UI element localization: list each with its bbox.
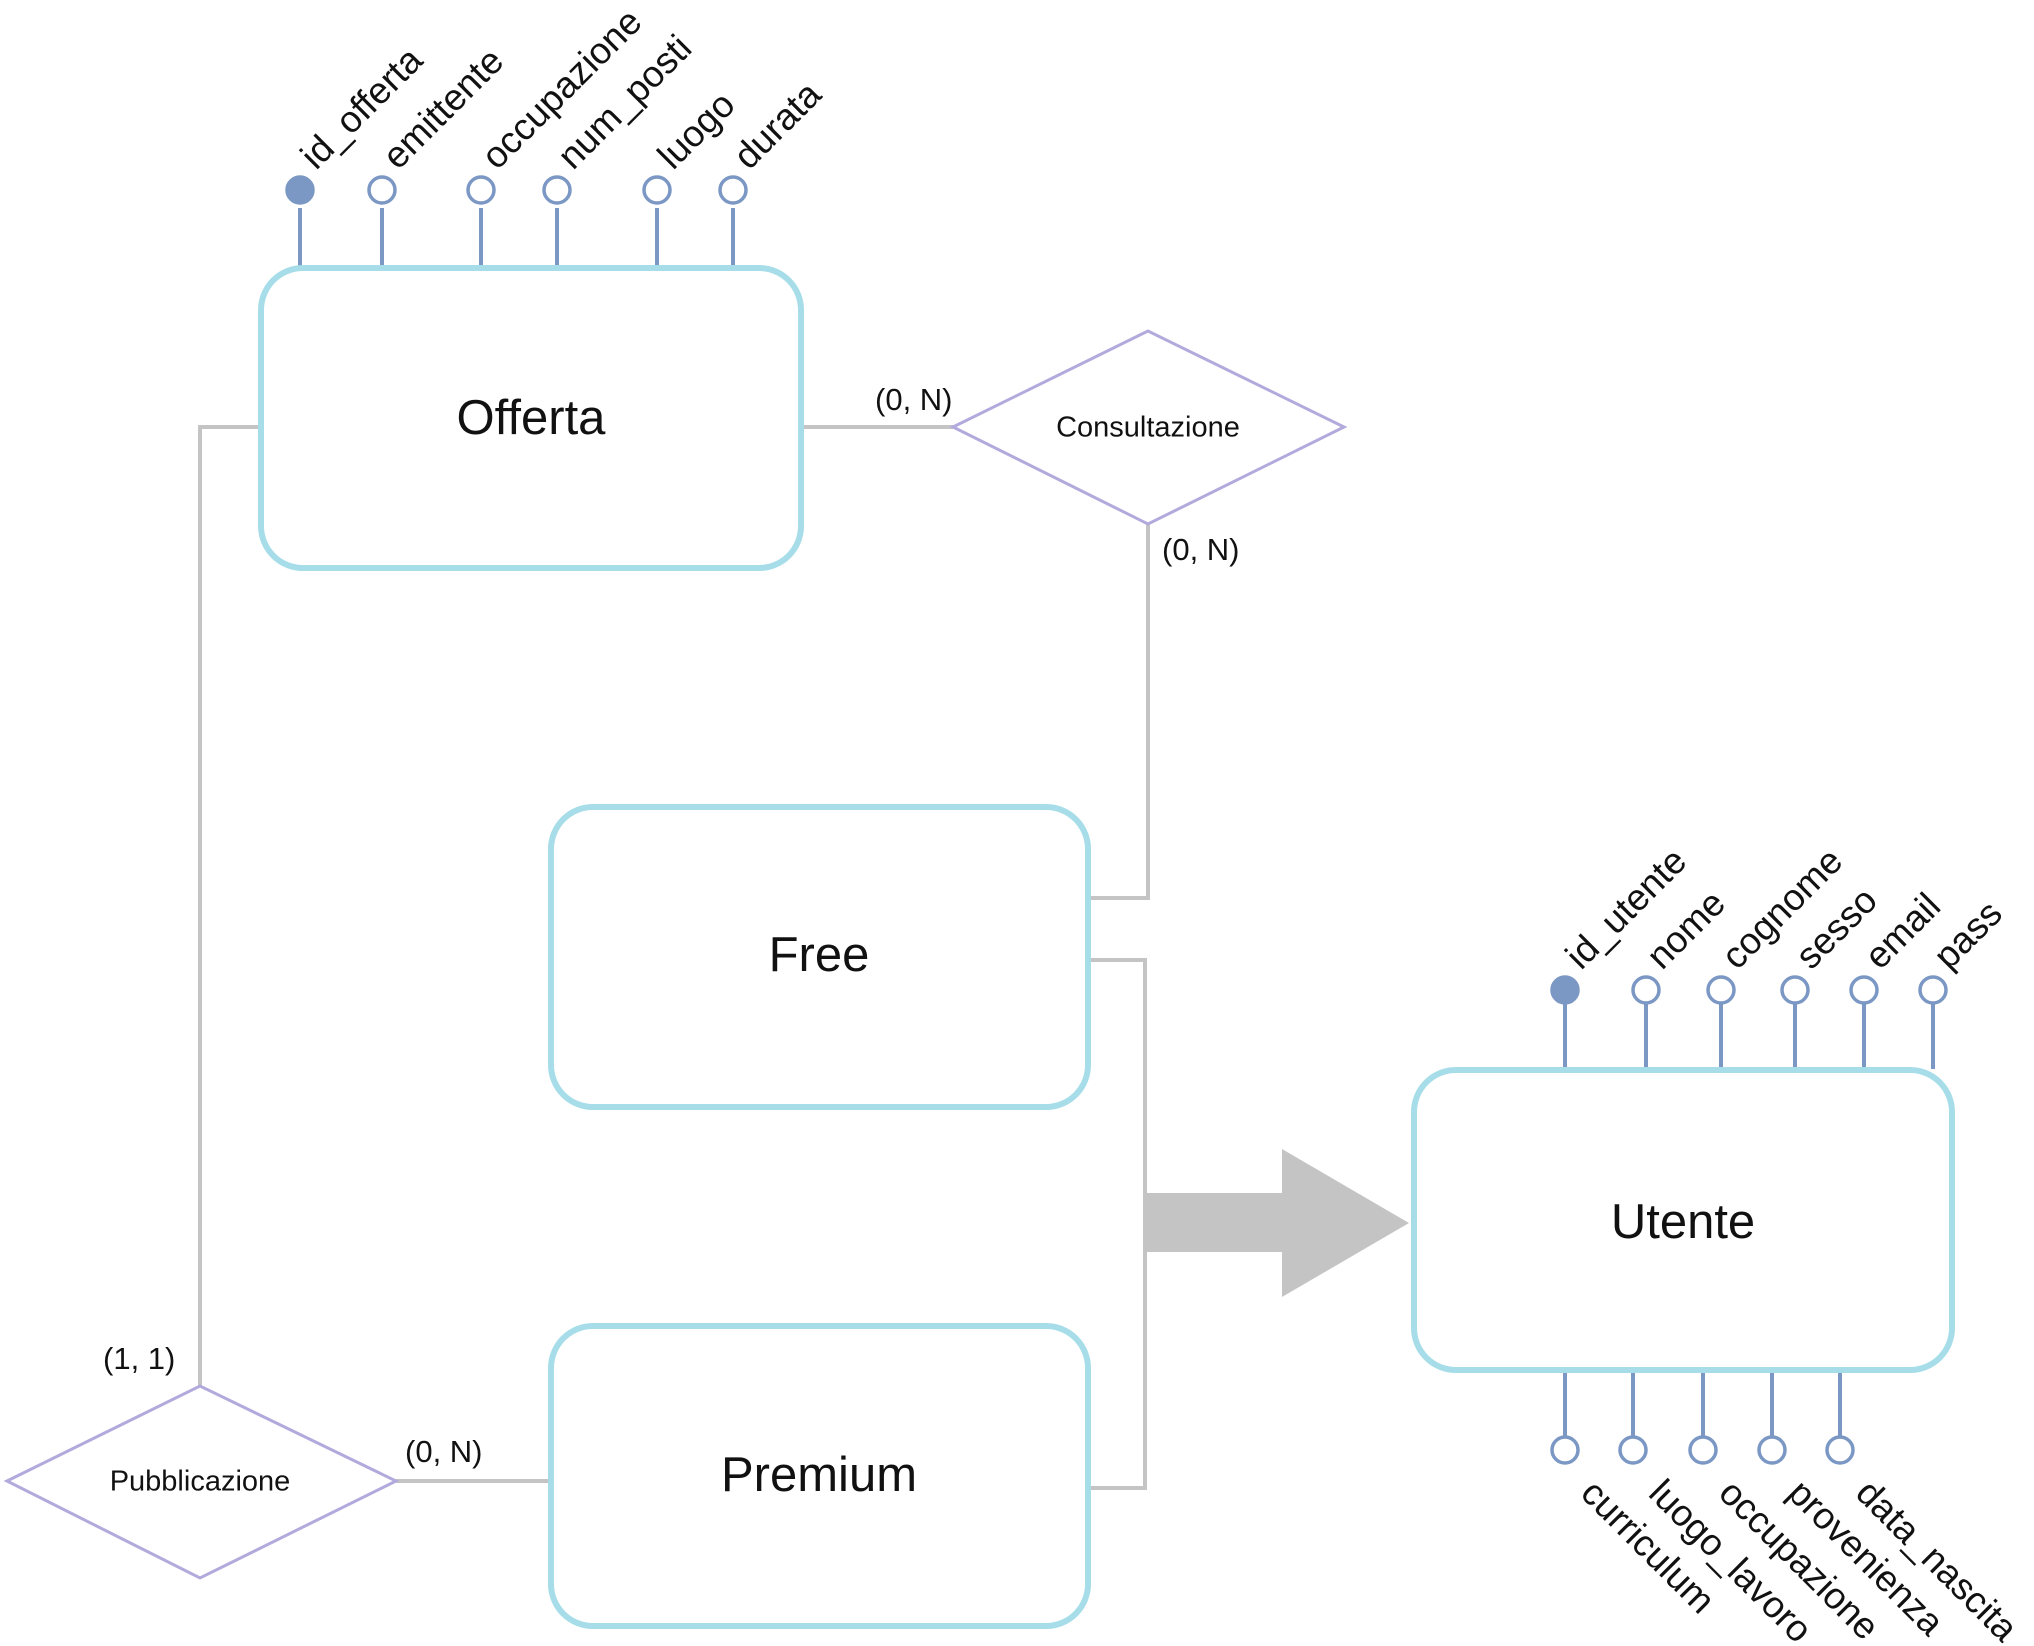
attr-offerta-luogo-label: luogo: [650, 84, 743, 177]
link-consultazione-free: [1090, 524, 1150, 900]
entity-free[interactable]: Free: [548, 804, 1091, 1110]
entity-offerta-label: Offerta: [457, 391, 607, 445]
cardinality-offerta-pubblicazione: (1, 1): [103, 1341, 175, 1376]
link-offerta-pubblicazione: [198, 425, 261, 1386]
relationship-consultazione[interactable]: Consultazione: [949, 329, 1348, 526]
attr-offerta-durata-label: durata: [726, 73, 829, 176]
attr-utente-nome-marker: [1631, 975, 1661, 1005]
link-isa-free: [1090, 958, 1147, 1490]
cardinality-free-consultazione: (0, N): [1162, 532, 1240, 567]
attr-utente-cognome-marker: [1706, 975, 1736, 1005]
entity-offerta[interactable]: Offerta: [258, 265, 804, 571]
utente-bottom-attribute-markers: curriculumluogo_lavorooccupazioneproveni…: [1550, 1372, 2026, 1646]
attr-utente-data-nascita-marker: [1825, 1435, 1855, 1465]
attr-utente-curriculum-marker: [1550, 1435, 1580, 1465]
attr-utente-occupazione-marker: [1688, 1435, 1718, 1465]
entity-utente[interactable]: Utente: [1411, 1067, 1955, 1373]
attr-utente-provenienza-marker: [1757, 1435, 1787, 1465]
attr-offerta-id-offerta-key-marker: [285, 175, 315, 205]
cardinality-offerta-consultazione: (0, N): [875, 382, 953, 417]
entity-premium-label: Premium: [721, 1448, 917, 1502]
attr-utente-luogo-lavoro-marker: [1618, 1435, 1648, 1465]
relationship-consultazione-label: Consultazione: [1056, 412, 1240, 444]
relationship-pubblicazione-label: Pubblicazione: [110, 1466, 291, 1498]
attr-utente-email-marker: [1849, 975, 1879, 1005]
offerta-attribute-markers: id_offertaemittenteoccupazionenum_postil…: [285, 1, 829, 266]
attr-offerta-occupazione-marker: [466, 175, 496, 205]
attr-offerta-emittente-marker: [367, 175, 397, 205]
relationship-pubblicazione[interactable]: Pubblicazione: [3, 1384, 400, 1580]
attr-offerta-durata-marker: [718, 175, 748, 205]
entity-premium[interactable]: Premium: [548, 1323, 1091, 1629]
attr-offerta-luogo-marker: [642, 175, 672, 205]
entity-free-label: Free: [769, 928, 870, 982]
cardinality-premium-pubblicazione: (0, N): [405, 1434, 483, 1469]
attr-utente-id-utente-key-marker: [1550, 975, 1580, 1005]
attr-offerta-num-posti-marker: [542, 175, 572, 205]
attr-utente-sesso-marker: [1780, 975, 1810, 1005]
attr-utente-pass-marker: [1918, 975, 1948, 1005]
entity-utente-label: Utente: [1611, 1195, 1755, 1249]
isa-arrow: [1145, 1149, 1409, 1297]
